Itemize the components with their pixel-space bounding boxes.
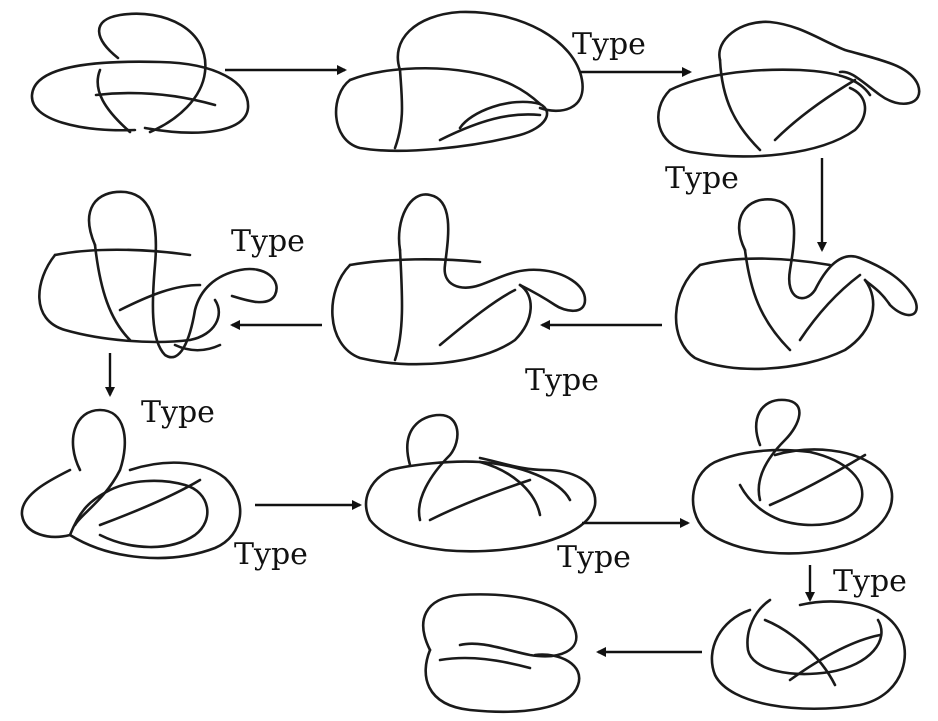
move-label-1: Type <box>572 27 646 62</box>
knot-diagram-8 <box>364 413 597 553</box>
move-label-2: Type <box>665 161 739 196</box>
move-label-8: Type <box>833 564 907 599</box>
knot-diagram-3 <box>657 20 921 158</box>
knot-diagram-7 <box>20 408 242 560</box>
knot-diagram-4 <box>674 198 918 371</box>
knot-diagram-1-trefoil <box>30 12 250 134</box>
arrows <box>105 65 827 657</box>
move-label-7: Type <box>557 540 631 575</box>
move-label-4: Type <box>525 363 599 398</box>
knot-diagram-11-unknot <box>421 593 581 714</box>
move-label-6: Type <box>234 537 308 572</box>
knot-diagram-2 <box>334 10 584 153</box>
knot-diagram-6 <box>38 190 278 359</box>
move-label-3: Type <box>231 224 305 259</box>
knot-diagram-9 <box>691 398 894 555</box>
knot-diagram-10 <box>710 598 907 711</box>
move-label-5: Type <box>141 395 215 430</box>
knot-diagram-5 <box>331 193 587 366</box>
